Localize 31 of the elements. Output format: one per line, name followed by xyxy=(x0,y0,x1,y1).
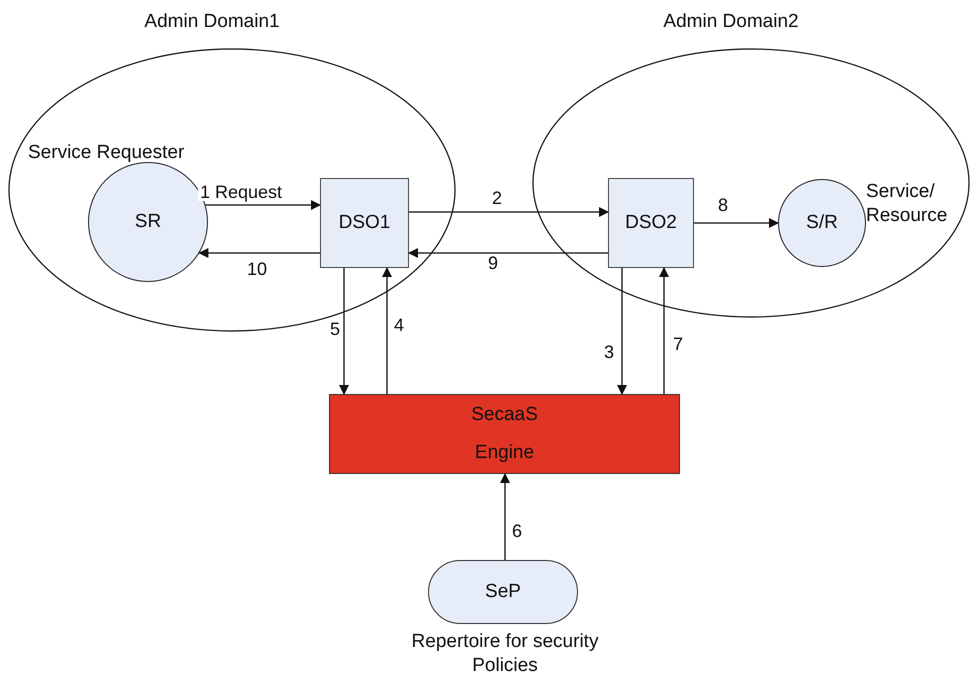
edge-label: 2 xyxy=(490,189,504,207)
node-caption: Service/ Resource xyxy=(866,180,948,228)
node-label: S/R xyxy=(806,210,838,235)
node-caption: Service Requester xyxy=(28,141,186,165)
node-label: DSO2 xyxy=(625,210,677,235)
node-caption: Repertoire for security Policies xyxy=(410,630,600,678)
edge-label: 1 Request xyxy=(198,183,284,201)
edge-label: 3 xyxy=(602,343,616,361)
arrow xyxy=(382,267,392,394)
arrow xyxy=(500,473,510,560)
node-label: SR xyxy=(134,210,162,234)
node-label: SecaaS Engine xyxy=(471,404,538,463)
edge-label: 4 xyxy=(392,316,406,334)
arrow xyxy=(694,218,779,228)
domain-title: Admin Domain2 xyxy=(663,10,799,34)
arrow xyxy=(408,248,608,258)
edge-label: 5 xyxy=(328,320,342,338)
arrow xyxy=(659,267,669,394)
edge-label: 9 xyxy=(486,254,500,272)
arrow xyxy=(409,207,609,217)
arrow xyxy=(617,268,627,395)
domain-title: Admin Domain1 xyxy=(144,10,280,34)
arrow xyxy=(206,200,321,210)
arrow xyxy=(339,268,349,395)
node-label: SeP xyxy=(485,580,521,604)
edge-label: 10 xyxy=(245,260,270,278)
edge-label: 6 xyxy=(510,522,524,540)
node-label: DSO1 xyxy=(338,210,390,235)
edge-label: 7 xyxy=(671,335,686,353)
edge-label: 8 xyxy=(716,196,730,214)
arrow xyxy=(198,248,320,258)
